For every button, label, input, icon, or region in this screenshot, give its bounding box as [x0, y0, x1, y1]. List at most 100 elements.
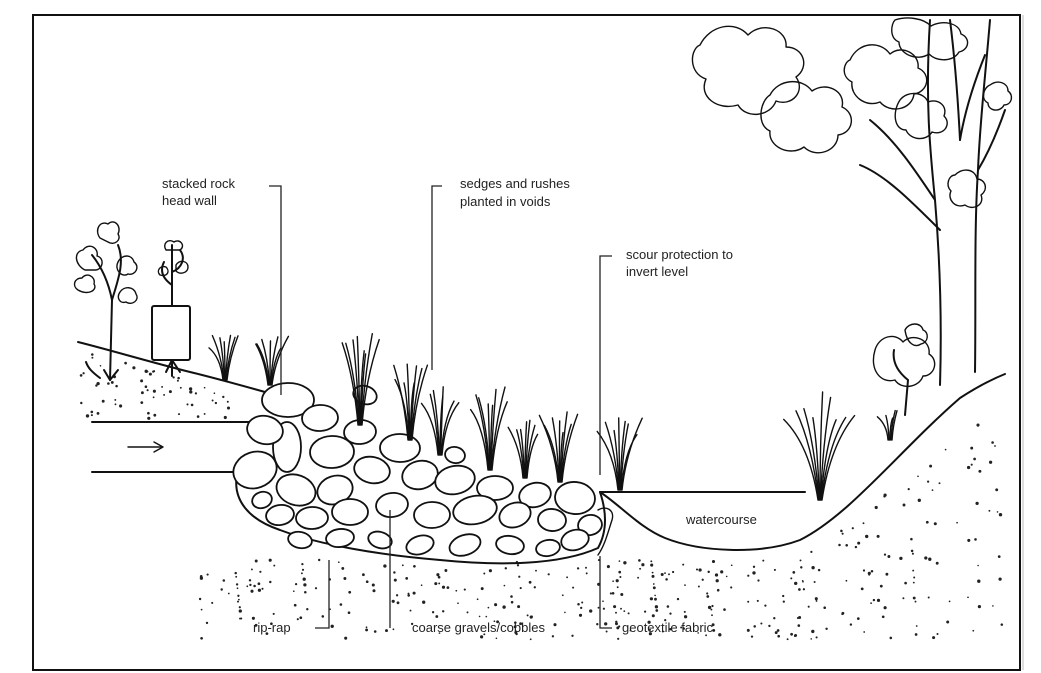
soil-dot	[348, 611, 351, 614]
soil-dot	[552, 635, 554, 637]
soil-dot	[304, 591, 307, 594]
soil-dot	[530, 638, 532, 640]
soil-dot	[619, 576, 621, 578]
soil-dot	[585, 567, 587, 569]
soil-dot	[904, 582, 907, 585]
soil-dot	[816, 600, 818, 602]
soil-dot	[485, 616, 487, 618]
soil-dot	[227, 401, 229, 403]
soil-dot	[111, 381, 114, 384]
sedge-tuft	[256, 336, 289, 385]
soil-dot	[527, 614, 529, 616]
soil-dot	[654, 598, 657, 601]
soil-dot	[237, 595, 239, 597]
soil-dot	[677, 598, 679, 600]
soil-dot	[884, 553, 886, 555]
soil-dot	[956, 522, 958, 524]
soil-dot	[883, 495, 885, 497]
soil-dot	[517, 564, 519, 566]
soil-dot	[790, 633, 793, 636]
soil-dot	[999, 513, 1002, 516]
soil-dot	[613, 605, 616, 608]
soil-dot	[863, 522, 865, 524]
soil-dot	[413, 565, 416, 568]
soil-dot	[850, 623, 852, 625]
soil-dot	[261, 588, 263, 590]
leader-geotextile	[600, 556, 612, 628]
soil-dot	[794, 635, 796, 637]
soil-dot	[818, 569, 820, 571]
soil-dot	[911, 550, 914, 553]
soil-dot	[912, 553, 914, 555]
soil-dot	[383, 564, 386, 567]
right-bank-ground	[600, 374, 1005, 550]
soil-dot	[973, 458, 976, 461]
soil-dot	[917, 475, 919, 477]
soil-dot	[841, 613, 843, 615]
soil-dot	[934, 522, 937, 525]
soil-dot	[140, 401, 143, 404]
soil-dot	[790, 577, 792, 579]
soil-dot	[253, 585, 256, 588]
soil-dot	[650, 564, 653, 567]
soil-dot	[153, 396, 155, 398]
soil-dot	[581, 601, 583, 603]
soil-dot	[617, 586, 619, 588]
soil-dot	[299, 616, 302, 619]
soil-dot	[787, 638, 789, 640]
soil-dot	[768, 625, 770, 627]
soil-dot	[303, 583, 306, 586]
soil-dot	[273, 613, 275, 615]
soil-dot	[80, 402, 82, 404]
soil-dot	[91, 357, 93, 359]
soil-dot	[402, 564, 404, 566]
soil-dot	[479, 616, 481, 618]
soil-dot	[899, 557, 902, 560]
soil-dot	[811, 566, 814, 569]
sedge-tuft	[597, 418, 642, 490]
soil-dot	[199, 598, 201, 600]
soil-dot	[698, 568, 701, 571]
soil-dot	[95, 384, 97, 386]
soil-dot	[457, 602, 459, 604]
soil-dot	[107, 382, 110, 385]
soil-dot	[932, 636, 935, 639]
soil-dot	[747, 629, 750, 632]
soil-dot	[140, 379, 143, 382]
large-tree	[692, 18, 1011, 385]
soil-dot	[998, 577, 1001, 580]
soil-dot	[481, 587, 484, 590]
soil-dot	[863, 569, 865, 571]
rock	[444, 445, 467, 465]
label-geotextile: geotextile fabric	[622, 620, 714, 635]
soil-dot	[615, 622, 618, 625]
soil-dot	[927, 480, 929, 482]
soil-dot	[504, 585, 506, 587]
soil-dot	[149, 373, 152, 376]
soil-dot	[580, 607, 582, 609]
soil-dot	[302, 569, 304, 571]
soil-dot	[638, 559, 641, 562]
soil-dot	[852, 527, 854, 529]
soil-dot	[783, 600, 785, 602]
soil-dot	[564, 612, 566, 614]
soil-dot	[362, 573, 365, 576]
label-rip-rap: rip-rap	[253, 620, 291, 635]
soil-dot	[916, 625, 918, 627]
soil-dot	[816, 636, 818, 638]
soil-dot	[372, 583, 375, 586]
soil-dot	[511, 601, 514, 604]
soil-dot	[945, 449, 947, 451]
soil-dot	[246, 585, 248, 587]
label-stacked-rock-1: stacked rock	[162, 176, 235, 191]
soil-dot	[977, 565, 979, 567]
soil-dot	[720, 570, 723, 573]
soil-dot	[684, 615, 687, 618]
soil-dot	[189, 390, 192, 393]
soil-dot	[967, 596, 969, 598]
soil-dot	[731, 564, 733, 566]
soil-dot	[517, 605, 520, 608]
soil-dot	[910, 538, 913, 541]
label-coarse-gravels: coarse gravels/cobbles	[412, 620, 545, 635]
